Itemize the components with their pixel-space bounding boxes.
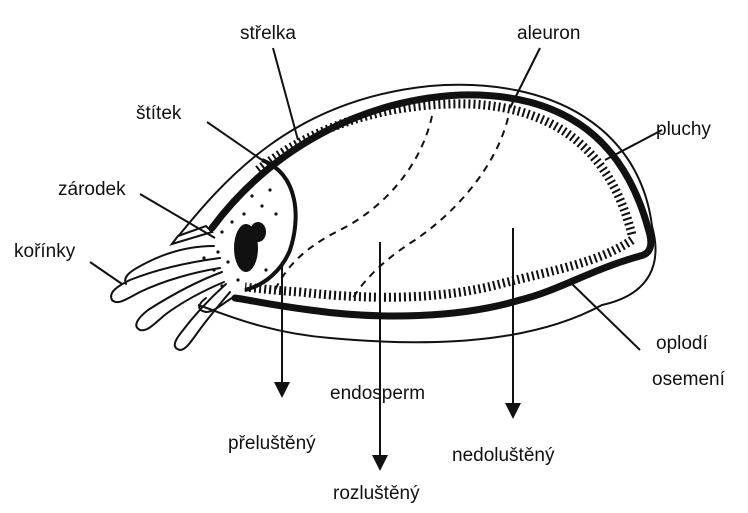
label-stitek: štítek bbox=[136, 104, 181, 123]
embryo-core-2 bbox=[250, 222, 266, 242]
leader-stitek bbox=[207, 122, 262, 160]
label-prelusteny: přeluštěný bbox=[228, 434, 316, 453]
leader-strelka bbox=[273, 48, 298, 140]
label-aleuron: aleuron bbox=[517, 24, 580, 43]
boundary-dashed-1 bbox=[275, 116, 432, 290]
leader-pluchy bbox=[605, 130, 662, 160]
label-rozlusteny: rozluštěný bbox=[333, 484, 420, 503]
arrows bbox=[282, 228, 513, 463]
label-oplodi: oplodí bbox=[656, 334, 708, 353]
leader-zarodek bbox=[140, 194, 215, 238]
leader-korinky bbox=[90, 262, 122, 284]
boundary-dashed-2 bbox=[352, 118, 508, 300]
label-endosperm: endosperm bbox=[330, 384, 425, 403]
aleuron-band-lower bbox=[245, 240, 632, 297]
label-nedolusteny: nedoluštěný bbox=[452, 446, 554, 465]
rootlets bbox=[111, 246, 232, 350]
label-zarodek: zárodek bbox=[58, 180, 126, 199]
label-korinky: kořínky bbox=[14, 242, 75, 261]
label-strelka: střelka bbox=[240, 24, 296, 43]
label-pluchy: pluchy bbox=[656, 120, 711, 139]
husk-tip bbox=[172, 226, 212, 244]
pericarp-lower bbox=[235, 256, 640, 316]
leader-lines bbox=[90, 48, 662, 350]
label-osemeni: osemení bbox=[652, 370, 725, 389]
